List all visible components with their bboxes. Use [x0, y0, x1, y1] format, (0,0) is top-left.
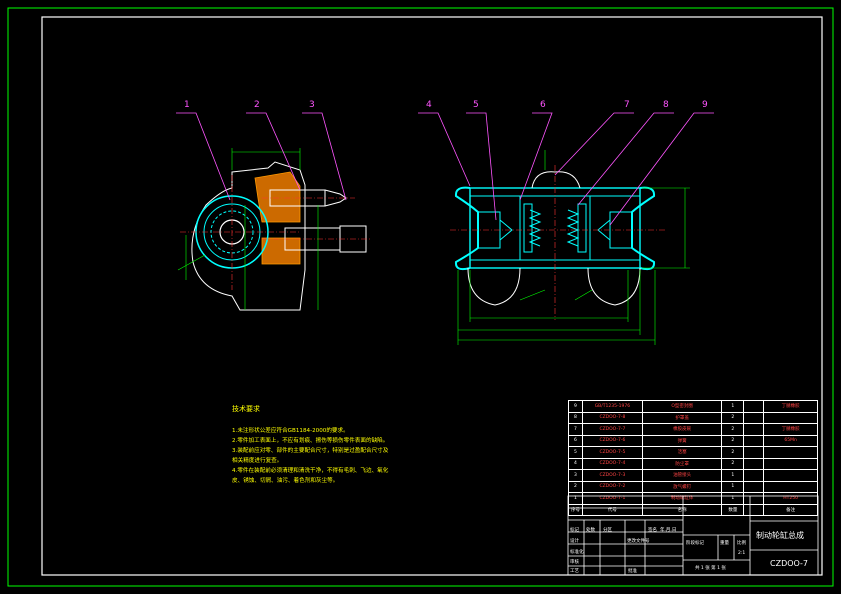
callout-7: 7: [624, 100, 630, 110]
tb-stage-label: 阶段标记: [686, 541, 704, 546]
tb-scale-label: 比例: [737, 541, 746, 546]
tb-label-date: 年.月.日: [660, 528, 677, 533]
tech-line: 2.零件加工表面上，不应有划痕、擦伤等损伤零件表面的缺陷。: [232, 438, 389, 444]
bottom-lobe-left: [467, 267, 521, 306]
tech-line: 相关精度进行复查。: [232, 458, 283, 464]
drawing-number: CZDOO-7: [770, 559, 809, 568]
tb-label-std: 标准化: [570, 550, 584, 555]
tb-label-process: 工艺: [570, 569, 579, 574]
spring-left: [528, 209, 542, 247]
tb-weight-label: 重量: [720, 541, 729, 546]
callout-5: 5: [473, 100, 479, 110]
tech-line: 4.零件在装配前必须清理和清洗干净，不得有毛刺、飞边、氧化: [232, 468, 389, 474]
top-boss: [531, 171, 581, 189]
dust-cover-right: [631, 186, 656, 271]
tb-label-change: 更改文件号: [627, 539, 650, 544]
tech-line: 3.装配前应对零、部件的主要配合尺寸，特别是过盈配合尺寸及: [232, 448, 389, 454]
rubber-cup-right: [577, 203, 587, 253]
tb-label-sign: 签名: [648, 528, 657, 533]
callout-1: 1: [184, 100, 190, 110]
right-dimensions: [457, 150, 690, 345]
tb-sheet-info: 共 1 张 第 1 张: [695, 566, 726, 571]
bottom-lobe-right: [587, 267, 641, 306]
callout-6: 6: [540, 100, 546, 110]
tech-requirements: 技术要求 1.未注形状公差应符合GB1184-2000的要求。 2.零件加工表面…: [232, 404, 447, 486]
tech-requirements-title: 技术要求: [232, 405, 260, 413]
callout-2: 2: [254, 100, 260, 110]
piston-left-tip: [499, 219, 513, 241]
tech-line: 皮、锈蚀、切屑、油污、着色剂和灰尘等。: [232, 478, 339, 484]
callout-3: 3: [309, 100, 315, 110]
tb-label-mark: 标记: [570, 528, 579, 533]
callout-9: 9: [702, 100, 708, 110]
leader-lines: [176, 112, 714, 226]
left-section-hatch-2: [261, 237, 301, 265]
right-view: [450, 150, 690, 345]
inner-border: [41, 16, 823, 576]
tb-label-review: 审核: [570, 560, 579, 565]
spring-right: [566, 209, 580, 247]
callout-8: 8: [663, 100, 669, 110]
tb-label-design: 设计: [570, 539, 579, 544]
callout-4: 4: [426, 100, 432, 110]
rubber-cup-left: [523, 203, 533, 253]
tb-label-count: 处数: [586, 528, 595, 533]
left-view: [177, 148, 372, 311]
tb-scale-value: 2:1: [738, 551, 746, 556]
tb-label-zone: 分区: [603, 528, 612, 533]
dust-cover-left: [454, 186, 479, 271]
tb-label-approve: 批准: [628, 569, 637, 574]
outer-border: [7, 7, 834, 587]
bom-header: 序号代号名称数量备注: [568, 503, 818, 516]
left-dimensions: [177, 148, 319, 310]
left-section-hatch: [254, 171, 301, 223]
drawing-title: 制动轮缸总成: [756, 531, 804, 540]
tech-line: 1.未注形状公差应符合GB1184-2000的要求。: [232, 428, 349, 434]
bleeder-screw-tip: [324, 189, 347, 207]
left-body-outline: [191, 161, 306, 311]
